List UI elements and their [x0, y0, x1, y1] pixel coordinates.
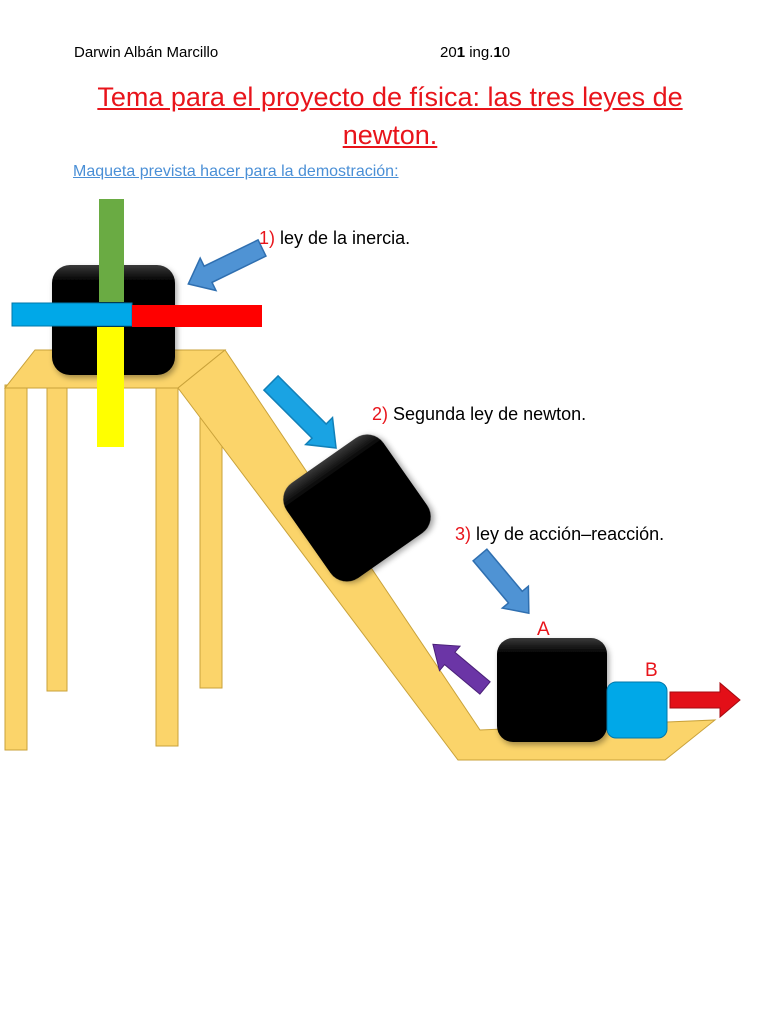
arrow-icon: [187, 238, 267, 292]
force-arrow-icon: [432, 643, 491, 695]
ramp: [177, 349, 717, 761]
author-name: Darwin Albán Marcillo: [74, 44, 219, 61]
law-1-label: 1) ley de la inercia.: [259, 228, 411, 248]
force-arrow-icon: [669, 681, 741, 719]
block-b: [606, 681, 668, 739]
block-a: [497, 638, 607, 742]
table-leg: [155, 384, 179, 747]
arrow-icon: [262, 374, 337, 449]
block-second-law: [283, 434, 431, 582]
law-2-label: 2) Segunda ley de newton.: [372, 404, 587, 424]
course-code: 201 ing.10: [440, 44, 511, 61]
page-title: Tema para el proyecto de física: las tre…: [97, 82, 683, 150]
law-3-label: 3) ley de acción–reacción.: [455, 524, 665, 544]
bar-red: [132, 305, 262, 327]
table-leg: [4, 384, 28, 751]
bar-yellow: [97, 327, 124, 447]
diagram-caption: Maqueta prevista hacer para la demostrac…: [73, 163, 399, 180]
label-a: A: [537, 619, 550, 640]
table-leg: [46, 384, 68, 692]
bar-green: [99, 199, 124, 302]
arrow-icon: [472, 548, 530, 615]
bar-cyan: [11, 302, 133, 327]
label-b: B: [645, 660, 658, 681]
